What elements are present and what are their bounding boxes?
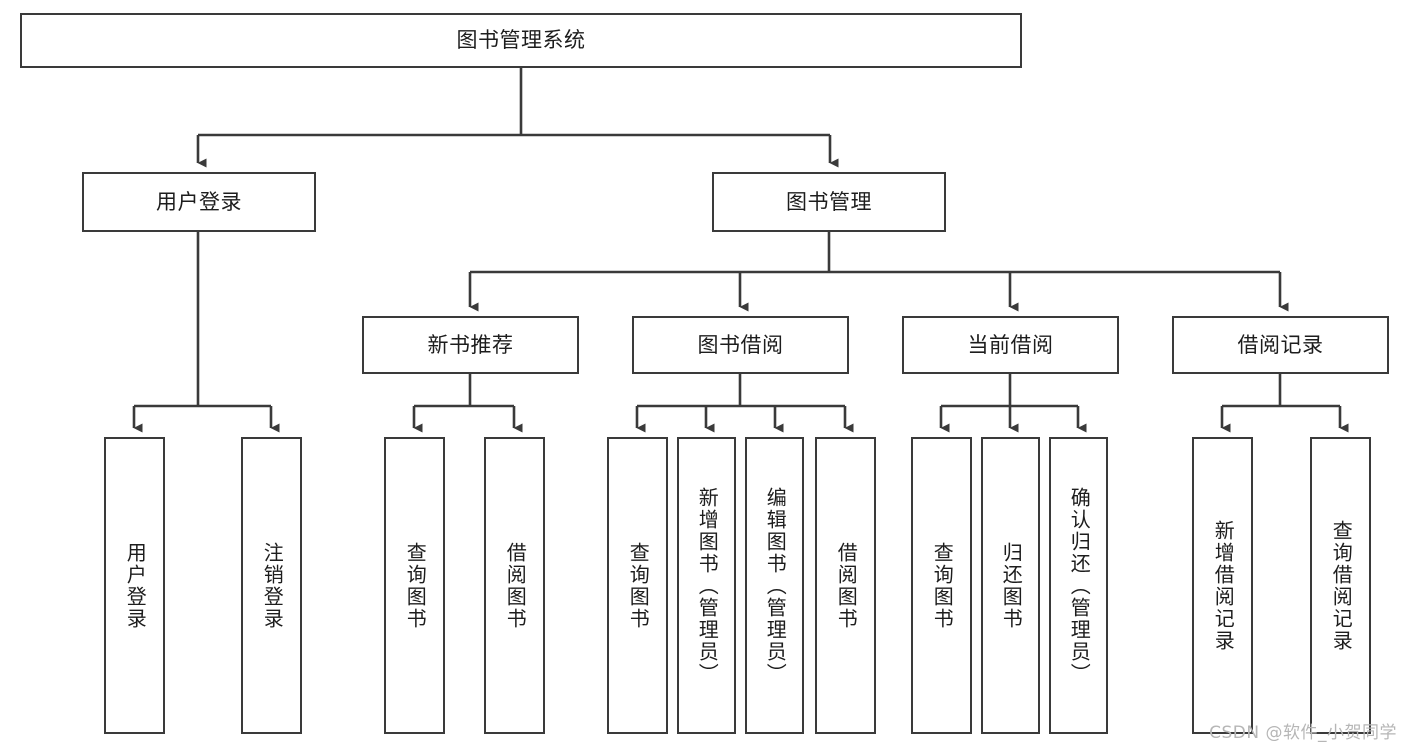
leaf-logout[interactable]: 注销登录: [241, 437, 302, 734]
leaf-query-borrow-record[interactable]: 查询借阅记录: [1310, 437, 1371, 734]
node-new-book-recommend[interactable]: 新书推荐: [362, 316, 579, 374]
node-root-label: 图书管理系统: [456, 28, 586, 53]
leaf-user-login-label: 用户登录: [123, 541, 148, 630]
node-user-login-label: 用户登录: [156, 189, 242, 214]
leaf-add-borrow-record[interactable]: 新增借阅记录: [1192, 437, 1253, 734]
leaf-query-book-borrow[interactable]: 查询图书: [607, 437, 668, 734]
leaf-logout-label: 注销登录: [260, 541, 285, 630]
leaf-add-book-admin[interactable]: 新增图书（管理员）: [677, 437, 736, 734]
leaf-query-book-new-recommend-label: 查询图书: [403, 541, 428, 630]
leaf-borrow-book-borrow[interactable]: 借阅图书: [815, 437, 876, 734]
node-current-borrow[interactable]: 当前借阅: [902, 316, 1119, 374]
node-user-login[interactable]: 用户登录: [82, 172, 316, 232]
leaf-query-book-borrow-label: 查询图书: [626, 541, 651, 630]
leaf-confirm-return-admin-label: 确认归还（管理员）: [1067, 486, 1092, 685]
leaf-query-borrow-record-label: 查询借阅记录: [1329, 519, 1354, 652]
node-book-borrow[interactable]: 图书借阅: [632, 316, 849, 374]
leaf-add-book-admin-label: 新增图书（管理员）: [695, 486, 720, 685]
leaf-borrow-book-new-recommend[interactable]: 借阅图书: [484, 437, 545, 734]
node-book-borrow-label: 图书借阅: [697, 332, 784, 357]
leaf-confirm-return-admin[interactable]: 确认归还（管理员）: [1049, 437, 1108, 734]
leaf-edit-book-admin[interactable]: 编辑图书（管理员）: [745, 437, 804, 734]
leaf-borrow-book-new-recommend-label: 借阅图书: [503, 541, 528, 630]
leaf-user-login[interactable]: 用户登录: [104, 437, 165, 734]
node-current-borrow-label: 当前借阅: [967, 332, 1054, 357]
leaf-add-borrow-record-label: 新增借阅记录: [1211, 519, 1236, 652]
node-book-management[interactable]: 图书管理: [712, 172, 946, 232]
leaf-return-book[interactable]: 归还图书: [981, 437, 1040, 734]
leaf-borrow-book-borrow-label: 借阅图书: [834, 541, 859, 630]
csdn-watermark: CSDN @软件_小贺同学: [1209, 723, 1397, 743]
leaf-query-book-current-label: 查询图书: [930, 541, 955, 630]
node-borrow-record-label: 借阅记录: [1237, 332, 1324, 357]
node-new-book-recommend-label: 新书推荐: [427, 332, 514, 357]
leaf-query-book-new-recommend[interactable]: 查询图书: [384, 437, 445, 734]
node-book-management-label: 图书管理: [786, 189, 872, 214]
node-borrow-record[interactable]: 借阅记录: [1172, 316, 1389, 374]
leaf-return-book-label: 归还图书: [999, 541, 1024, 630]
leaf-query-book-current[interactable]: 查询图书: [911, 437, 972, 734]
leaf-edit-book-admin-label: 编辑图书（管理员）: [763, 486, 788, 685]
node-root-book-management-system[interactable]: 图书管理系统: [20, 13, 1022, 68]
